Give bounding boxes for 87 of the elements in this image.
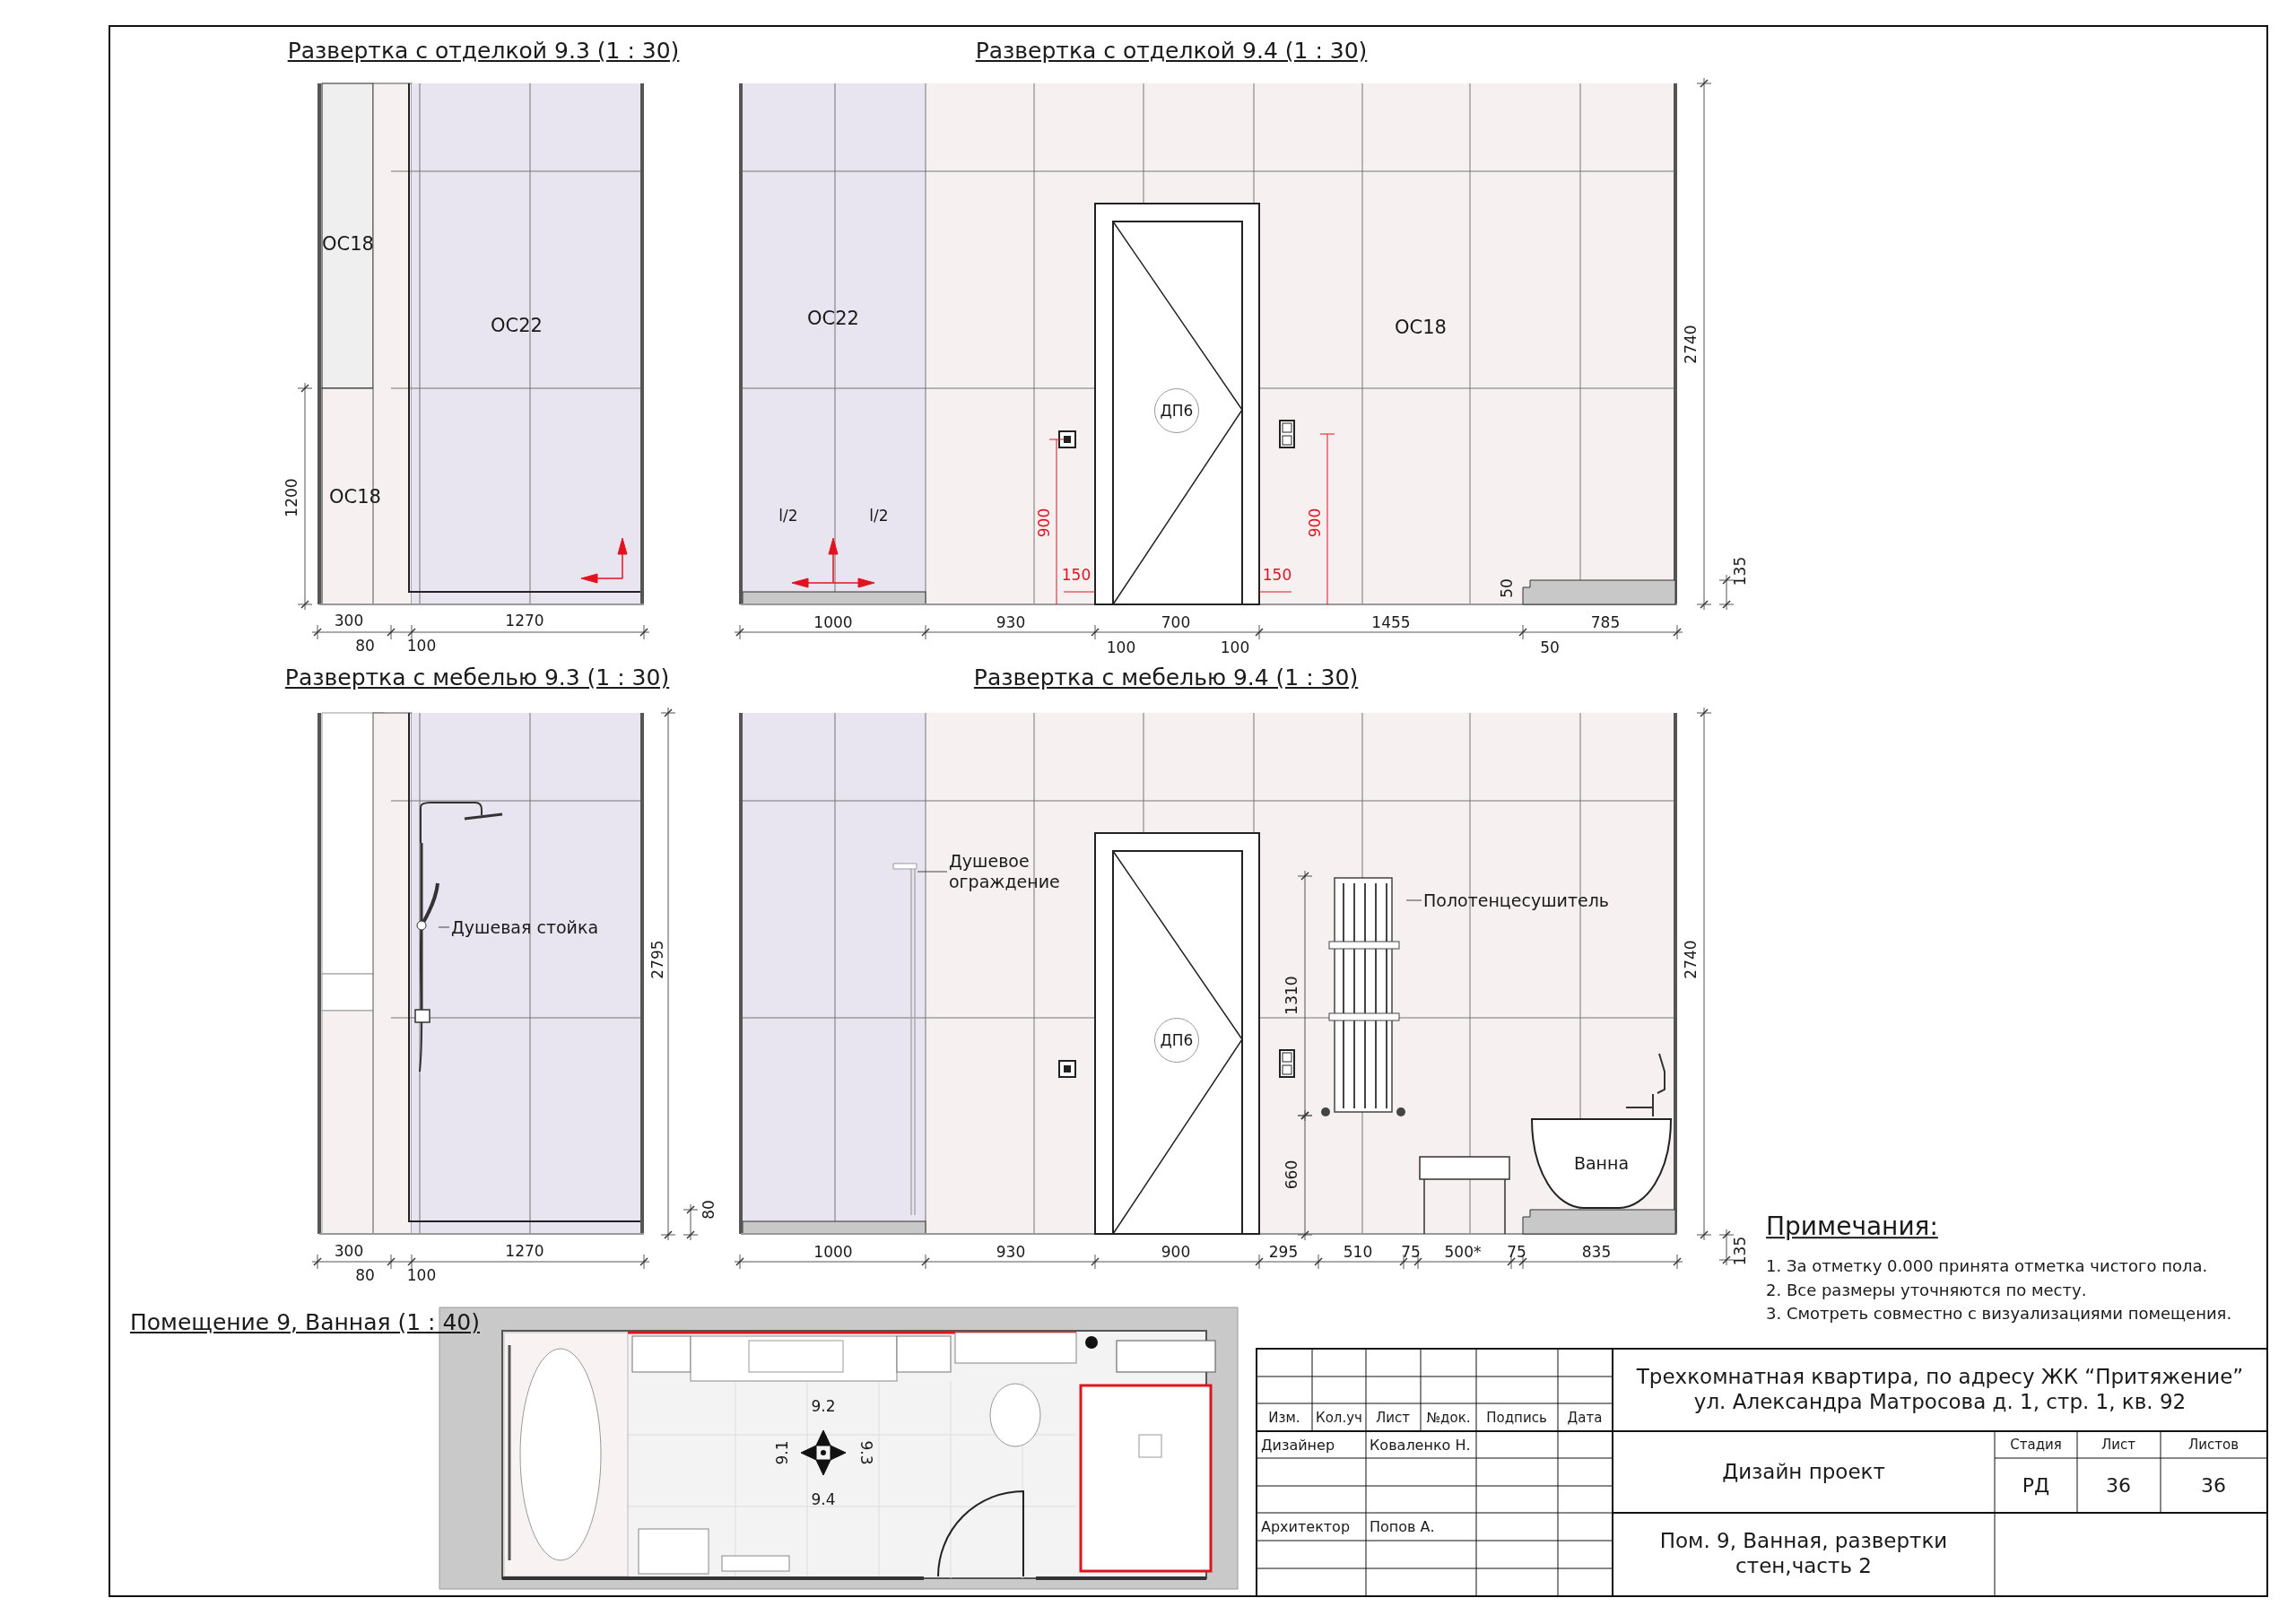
dimension-value: 80 (699, 1200, 718, 1220)
shower-rail-drawing (414, 843, 439, 1073)
view-marker-label: 9.4 (811, 1489, 836, 1509)
dimension-value: l/2 (869, 506, 889, 525)
note-text: 1. За отметку 0.000 принята отметка чистого пола. (1766, 1256, 2208, 1276)
dimension-value: 930 (996, 1242, 1026, 1262)
table-cell-text: Архитектор (1261, 1518, 1351, 1536)
dimension-value: 100 (1220, 638, 1250, 657)
table-header: Кол.уч (1316, 1410, 1362, 1426)
dimension-value: 900 (1305, 508, 1325, 538)
dimension-value: 500* (1444, 1242, 1482, 1262)
leader-line (1405, 899, 1422, 901)
dimension-value: 660 (1282, 1159, 1301, 1190)
bathtub: Ванна (1530, 1117, 1673, 1210)
view-marker-label: 9.1 (772, 1440, 792, 1465)
callout-text: Душевое ограждение (949, 851, 1083, 892)
callout-text: Душевая стойка (451, 916, 599, 938)
table-cell-text: Коваленко Н. (1370, 1437, 1471, 1455)
dimension-value: 1270 (505, 611, 544, 630)
view-marker-label: 9.3 (857, 1440, 876, 1465)
dimension-value: 900 (1034, 508, 1054, 538)
table-header: Лист (2101, 1437, 2135, 1453)
sheet-stage-title: Дизайн проект (1722, 1460, 1885, 1485)
dimension-value: l/2 (778, 506, 798, 525)
dimension-value: 135 (1730, 556, 1750, 586)
dimension-value: 700 (1161, 612, 1191, 632)
drawing-title: Развертка с мебелью 9.4 (1 : 30) (973, 664, 1359, 691)
note-text: 3. Смотреть совместно с визуализациями помещения. (1766, 1304, 2232, 1324)
dimension-value: 150 (1262, 565, 1292, 585)
dimension-value: 1000 (813, 612, 853, 632)
dimension-value: 2740 (1681, 325, 1700, 364)
dimension-value: 80 (355, 1265, 375, 1285)
leader-line (438, 926, 450, 928)
dimension-value: 100 (1106, 638, 1136, 657)
table-header: Изм. (1268, 1410, 1300, 1426)
table-cell-text: 36 (2106, 1473, 2131, 1498)
dimension-value: 100 (406, 1265, 437, 1285)
dimension-value: 80 (355, 636, 375, 656)
table-cell-text: Попов А. (1370, 1518, 1435, 1536)
table-header: Дата (1567, 1410, 1603, 1426)
table-header: Лист (1376, 1410, 1410, 1426)
dimension-value: 1270 (505, 1241, 544, 1261)
dimension-value: 835 (1581, 1242, 1612, 1262)
dimension-value: 300 (334, 1241, 364, 1261)
note-text: 2. Все размеры уточняются по месту. (1766, 1281, 2087, 1300)
dimension-value: 300 (334, 611, 364, 630)
table-header: Стадия (2010, 1437, 2062, 1453)
dimension-value: 1455 (1371, 612, 1411, 632)
dimension-value: 1310 (1282, 976, 1301, 1015)
dimension-value: 1200 (282, 478, 301, 517)
drawing-title: Развертка с мебелью 9.3 (1 : 30) (284, 664, 670, 691)
dimension-value: 2740 (1681, 940, 1700, 979)
table-cell-text: Дизайнер (1261, 1437, 1335, 1455)
table-header: Листов (2188, 1437, 2239, 1453)
dimension-value: 135 (1730, 1236, 1750, 1266)
table-cell-text: РД (2022, 1473, 2050, 1498)
dimension-value: 75 (1401, 1242, 1421, 1262)
view-marker-label: 9.2 (811, 1396, 836, 1416)
table-header: №док. (1426, 1410, 1471, 1426)
finish-code-label: ОС22 (807, 308, 859, 331)
dimension-value: 930 (996, 612, 1026, 632)
leader-line (917, 871, 948, 873)
finish-code-label: ОС18 (1395, 317, 1447, 340)
dimension-value: 510 (1343, 1242, 1373, 1262)
dimension-value: 785 (1590, 612, 1621, 632)
dimension-value: 100 (406, 636, 437, 656)
dimension-value: 50 (1540, 638, 1560, 657)
dimension-value: 295 (1268, 1242, 1299, 1262)
project-title: Трехкомнатная квартира, по адресу ЖК “Притяжение” ул. Александра Матросова д. 1, стр. 1, кв. 92 (1635, 1365, 2245, 1415)
finish-code-label: ОС22 (491, 315, 543, 338)
dimension-value: 75 (1507, 1242, 1526, 1262)
drawing-title: Развертка с отделкой 9.4 (1 : 30) (975, 38, 1368, 65)
table-header: Подпись (1486, 1410, 1547, 1426)
shower-screen-drawing (892, 863, 918, 1216)
finish-code-label: ОС18 (329, 486, 381, 509)
towel-rail-drawing (1321, 877, 1405, 1116)
dimension-value: 2795 (648, 940, 667, 979)
dimension-value: 150 (1061, 565, 1091, 585)
notes-heading: Примечания: (1766, 1211, 1938, 1242)
callout-text: Полотенцесушитель (1423, 890, 1609, 911)
dimension-value: 1000 (813, 1242, 853, 1262)
sheet-title: Пом. 9, Ванная, развертки стен,часть 2 (1658, 1529, 1949, 1579)
drawing-title: Помещение 9, Ванная (1 : 40) (130, 1309, 480, 1336)
dimension-value: 900 (1161, 1242, 1191, 1262)
table-cell-text: 36 (2201, 1473, 2226, 1498)
dimension-value: 50 (1497, 578, 1517, 598)
drawing-title: Развертка с отделкой 9.3 (1 : 30) (287, 38, 680, 65)
